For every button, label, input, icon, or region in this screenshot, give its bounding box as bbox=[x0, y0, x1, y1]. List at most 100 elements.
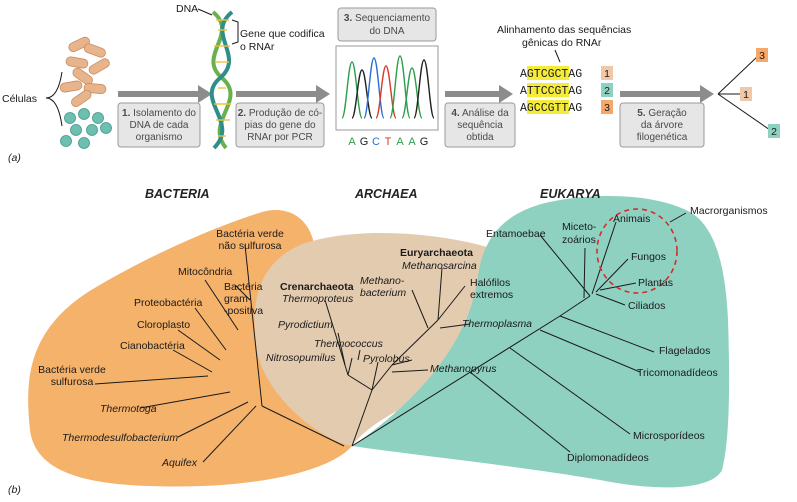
label-pyrodictium: Pyrodictium bbox=[278, 319, 333, 331]
alignment-title-1: Alinhamento das sequências bbox=[497, 24, 631, 36]
chromatogram-letter: A bbox=[408, 136, 416, 148]
alignment-title-2: gênicas do RNAr bbox=[522, 37, 602, 49]
svg-text:4. Análise da: 4. Análise da bbox=[451, 108, 509, 119]
macroorganisms-circle bbox=[596, 208, 678, 294]
step-1-line-1: Isolamento do bbox=[133, 108, 196, 119]
svg-text:1. Isolamento do: 1. Isolamento do bbox=[122, 108, 196, 119]
label-thermodesulfo: Thermodesulfobacterium bbox=[62, 432, 178, 444]
cells-bracket bbox=[45, 71, 63, 127]
label-halofilos-1: Halófilos bbox=[470, 277, 510, 289]
process-arrows bbox=[118, 85, 714, 103]
label-macroorganismos: Macrorganismos bbox=[690, 205, 768, 217]
label-halofilos-2: extremos bbox=[470, 289, 513, 301]
label-plantas: Plantas bbox=[638, 277, 673, 289]
label-micetozoarios-1: Miceto- bbox=[562, 221, 597, 233]
label-proteobacteria: Proteobactéria bbox=[134, 297, 202, 309]
step-1-line-3: organismo bbox=[136, 132, 183, 143]
label-methanobacterium-1: Methano- bbox=[360, 275, 405, 287]
gene-label-1: Gene que codifica bbox=[240, 28, 325, 40]
step-5-line-1: Geração bbox=[648, 108, 687, 119]
small-tree: 3 1 2 bbox=[717, 48, 780, 138]
label-animais: Animais bbox=[613, 213, 650, 225]
label-nitrosopumilus: Nitrosopumilus bbox=[266, 352, 336, 364]
gene-bracket bbox=[231, 19, 239, 45]
alignment-pointer bbox=[554, 49, 561, 63]
step-1-number: 1. bbox=[122, 108, 131, 119]
domain-bacteria: BACTERIA bbox=[145, 187, 210, 201]
panel-b-label: (b) bbox=[8, 484, 21, 496]
step-5-number: 5. bbox=[637, 108, 646, 119]
svg-text:5. Geração: 5. Geração bbox=[637, 108, 687, 119]
label-cloroplasto: Cloroplasto bbox=[137, 319, 190, 331]
chromatogram-letter: C bbox=[372, 136, 380, 148]
chromatogram-letter: A bbox=[348, 136, 356, 148]
tree-leaf-id: 3 bbox=[759, 50, 765, 62]
step-2-line-1: Produção de có- bbox=[249, 108, 322, 119]
label-thermococcus: Thermococcus bbox=[314, 338, 384, 350]
step-4-line-1: Análise da bbox=[462, 108, 509, 119]
cells-illustration bbox=[59, 36, 112, 149]
label-bv-sulf-2: sulfurosa bbox=[51, 376, 94, 388]
label-aquifex: Aquifex bbox=[161, 457, 198, 469]
macroorganisms-pointer bbox=[669, 212, 687, 223]
step-3-line-2: do DNA bbox=[369, 26, 404, 37]
tree-leaf-id: 1 bbox=[743, 89, 749, 101]
step-box-5: 5. Geração da árvore filogenética bbox=[619, 102, 705, 148]
tree-leaf: 3 bbox=[756, 48, 768, 62]
label-methanobacterium-2: bacterium bbox=[360, 287, 406, 299]
label-ciliados: Ciliados bbox=[628, 300, 665, 312]
step-4-line-2: sequência bbox=[457, 120, 503, 131]
label-methanosarcina: Methanosarcina bbox=[402, 260, 477, 272]
label-fungos: Fungos bbox=[631, 251, 666, 263]
teal-cells bbox=[60, 108, 112, 149]
step-box-4: 4. Análise da sequência obtida bbox=[444, 102, 516, 148]
eukarya-region bbox=[352, 196, 730, 488]
dna-pointer bbox=[197, 8, 213, 16]
step-4-number: 4. bbox=[451, 108, 460, 119]
step-4-line-3: obtida bbox=[466, 132, 494, 143]
panel-b: BACTERIA ARCHAEA EUKARYA Bactéria verde … bbox=[8, 187, 768, 496]
tan-cells bbox=[59, 36, 110, 108]
dna-label: DNA bbox=[176, 3, 198, 15]
label-methanopyrus: Methanopyrus bbox=[430, 363, 497, 375]
label-bv-sulf-1: Bactéria verde bbox=[38, 364, 106, 376]
small-tree-leaves: 3 1 2 bbox=[740, 48, 780, 138]
step-box-1: 1. Isolamento do DNA de cada organismo bbox=[117, 102, 201, 148]
gene-label-2: o RNAr bbox=[240, 41, 275, 53]
alignment-sequence: AGCCGTTAG bbox=[520, 102, 582, 115]
label-flagelados: Flagelados bbox=[659, 345, 710, 357]
panel-a: (a) Células bbox=[2, 3, 780, 164]
label-gram-2: gram- bbox=[224, 293, 252, 305]
label-bv-nao-sulf-2: não sulfurosa bbox=[218, 240, 281, 252]
step-1-line-2: DNA de cada bbox=[130, 120, 189, 131]
domain-eukarya: EUKARYA bbox=[540, 187, 601, 201]
label-pyrolobus: Pyrolobus bbox=[363, 353, 410, 365]
panel-a-label: (a) bbox=[8, 152, 21, 164]
label-micetozoarios-2: zoários bbox=[562, 234, 596, 246]
step-5-line-2: da árvore bbox=[641, 120, 684, 131]
label-thermoproteus: Thermoproteus bbox=[282, 293, 354, 305]
step-box-2: 2. Produção de có- pias do gene do RNAr … bbox=[235, 102, 325, 148]
alignment-sequence: ATTCCGTAG bbox=[520, 85, 582, 98]
phylogenetic-tree bbox=[94, 221, 655, 463]
chromatogram-letter: G bbox=[420, 136, 429, 148]
tree-leaf-id: 2 bbox=[771, 126, 777, 138]
svg-text:2. Produção de có-: 2. Produção de có- bbox=[238, 108, 323, 119]
alignment-id: 2 bbox=[604, 85, 610, 97]
svg-text:3. Sequenciamento: 3. Sequenciamento bbox=[344, 13, 431, 24]
step-2-number: 2. bbox=[238, 108, 247, 119]
chromatogram-letter: G bbox=[360, 136, 369, 148]
label-diplomonadideos: Diplomonadídeos bbox=[567, 452, 649, 464]
label-bv-nao-sulf-1: Bactéria verde bbox=[216, 228, 284, 240]
step-2-line-2: pias do gene do bbox=[244, 120, 316, 131]
label-mitocondria: Mitocôndria bbox=[178, 266, 232, 278]
alignment-row: ATTCCGTAG 2 bbox=[520, 83, 613, 98]
label-microsporideos: Microsporídeos bbox=[633, 430, 705, 442]
label-thermoplasma: Thermoplasma bbox=[462, 318, 532, 330]
label-cianobacteria: Cianobactéria bbox=[120, 340, 185, 352]
